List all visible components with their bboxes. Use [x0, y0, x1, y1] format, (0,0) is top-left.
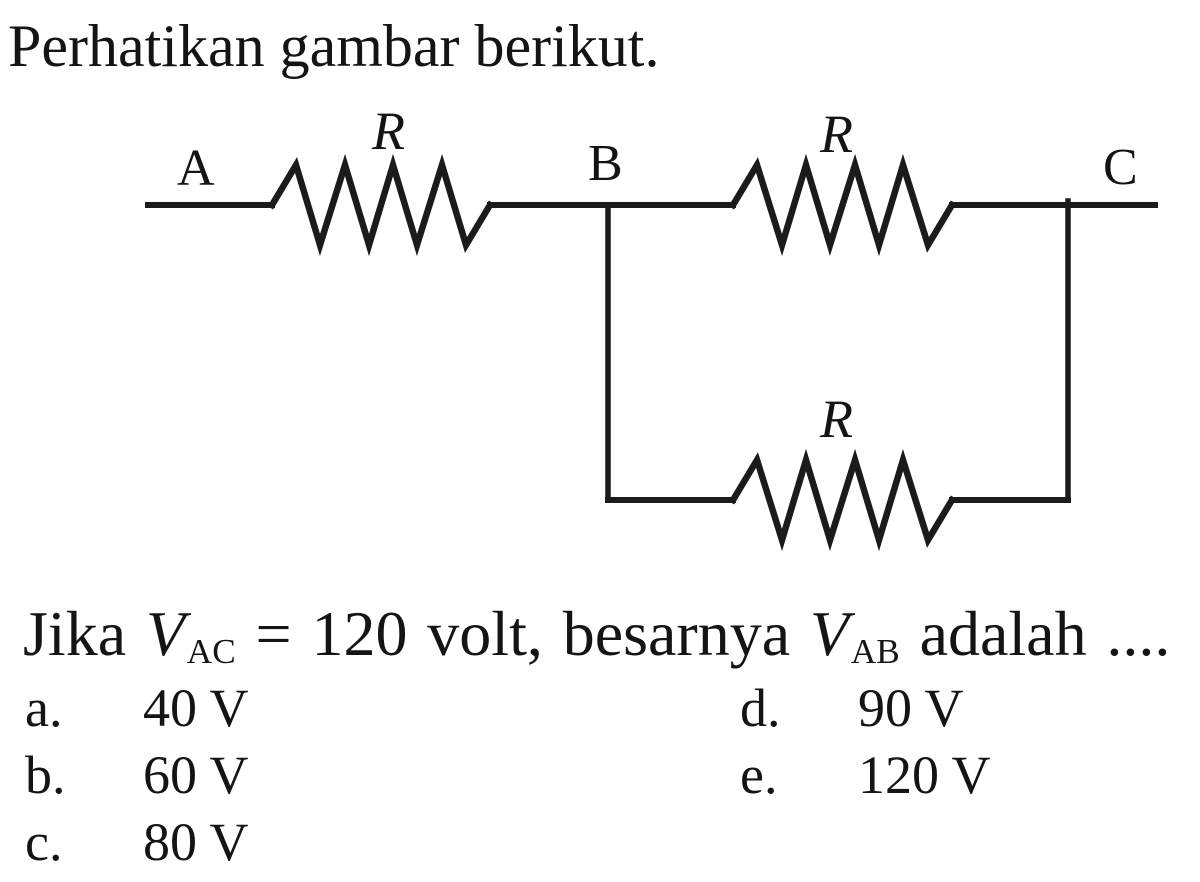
resistor-label-bottom: R	[820, 389, 853, 449]
option-value: 120 V	[858, 745, 991, 805]
resistor-top-right-zigzag	[728, 153, 957, 257]
node-label-b: B	[588, 135, 623, 192]
question-lead: Jika	[23, 598, 127, 669]
page-title: Perhatikan gambar berikut.	[8, 13, 660, 79]
resistor-top-left-zigzag	[267, 153, 495, 257]
option-row-c: c. 80 V	[25, 815, 455, 877]
option-letter: a.	[25, 678, 63, 738]
resistor-label-top-right: R	[820, 104, 853, 164]
voltage-term-vab: VAB	[809, 598, 900, 671]
option-value: 60 V	[143, 745, 249, 805]
question-tail: adalah ....	[919, 598, 1171, 669]
question-middle: = 120 volt, besarnya	[255, 598, 791, 669]
voltage-term-vac: VAC	[145, 598, 236, 671]
circuit-diagram	[145, 153, 1158, 552]
node-label-c: C	[1103, 139, 1138, 196]
option-letter: d.	[740, 678, 781, 738]
option-value: 90 V	[858, 678, 964, 738]
voltage-subscript-ab: AB	[850, 631, 900, 671]
option-letter: e.	[740, 745, 778, 805]
node-label-a: A	[177, 140, 215, 197]
question-text: Jika VAC = 120 volt, besarnya VAB adalah…	[23, 602, 1170, 669]
option-value: 40 V	[143, 678, 249, 738]
option-letter: b.	[25, 745, 66, 805]
option-row-a: a. 40 V	[25, 681, 455, 743]
option-value: 80 V	[143, 812, 249, 872]
option-row-e: e. 120 V	[740, 748, 1170, 810]
option-row-d: d. 90 V	[740, 681, 1170, 743]
option-letter: c.	[25, 812, 63, 872]
resistor-bottom-zigzag	[728, 448, 957, 552]
option-row-b: b. 60 V	[25, 748, 455, 810]
resistor-label-top-left: R	[372, 101, 405, 161]
voltage-subscript-ac: AC	[186, 631, 236, 671]
